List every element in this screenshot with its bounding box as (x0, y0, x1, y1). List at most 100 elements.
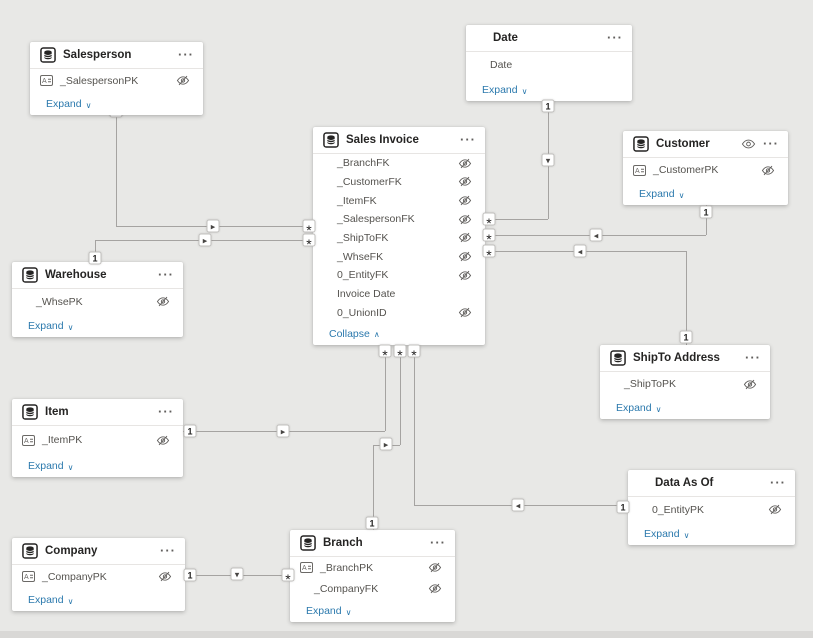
field-row[interactable]: 0_EntityPK (628, 497, 795, 522)
eye-hidden-icon[interactable] (176, 74, 190, 87)
eye-hidden-icon[interactable] (156, 295, 170, 308)
table-sales-invoice[interactable]: Sales Invoice···_BranchFK_CustomerFK_Ite… (313, 127, 485, 345)
table-header[interactable]: Sales Invoice··· (313, 127, 485, 154)
arrow-right-icon[interactable]: ▸ (206, 219, 220, 233)
cardinality-badge[interactable]: 1 (679, 330, 693, 344)
cardinality-badge[interactable]: 1 (541, 99, 555, 113)
cardinality-badge[interactable]: * (482, 212, 496, 230)
cardinality-badge[interactable]: * (302, 219, 316, 237)
expand-link[interactable]: Expand∨ (644, 528, 689, 540)
expand-link[interactable]: Expand∨ (28, 320, 73, 332)
field-row[interactable]: Date (466, 52, 632, 78)
relationship-line[interactable] (487, 219, 548, 220)
expand-link[interactable]: Expand∨ (46, 98, 91, 110)
cardinality-badge[interactable]: * (302, 233, 316, 251)
table-customer[interactable]: Customer···A_CustomerPK Expand∨ (623, 131, 788, 205)
eye-hidden-icon[interactable] (458, 213, 472, 226)
table-header[interactable]: Data As Of··· (628, 470, 795, 497)
cardinality-badge[interactable]: 1 (183, 424, 197, 438)
eye-hidden-icon[interactable] (458, 231, 472, 244)
more-horizontal-icon[interactable]: ··· (607, 30, 623, 45)
table-header[interactable]: Warehouse··· (12, 262, 183, 289)
relationship-line[interactable] (373, 445, 374, 530)
table-header[interactable]: Customer··· (623, 131, 788, 158)
eye-hidden-icon[interactable] (158, 570, 172, 583)
more-horizontal-icon[interactable]: ··· (770, 475, 786, 490)
eye-hidden-icon[interactable] (458, 194, 472, 207)
cardinality-badge[interactable]: 1 (699, 205, 713, 219)
cardinality-badge[interactable]: * (378, 344, 392, 362)
table-header[interactable]: Date··· (466, 25, 632, 52)
cardinality-badge[interactable]: * (281, 568, 295, 586)
cardinality-badge[interactable]: 1 (616, 500, 630, 514)
arrow-left-icon[interactable]: ◂ (511, 498, 525, 512)
more-horizontal-icon[interactable]: ··· (158, 267, 174, 282)
table-salesperson[interactable]: Salesperson···A_SalespersonPK Expand∨ (30, 42, 203, 115)
more-horizontal-icon[interactable]: ··· (158, 404, 174, 419)
relationship-line[interactable] (706, 205, 707, 235)
more-horizontal-icon[interactable]: ··· (430, 535, 446, 550)
arrow-down-icon[interactable]: ▾ (541, 153, 555, 167)
arrow-right-icon[interactable]: ▸ (198, 233, 212, 247)
cardinality-badge[interactable]: * (482, 228, 496, 246)
relationship-line[interactable] (116, 115, 117, 226)
field-row[interactable]: A_CustomerPK (623, 158, 788, 182)
expand-link[interactable]: Expand∨ (639, 188, 684, 200)
eye-hidden-icon[interactable] (156, 434, 170, 447)
field-row[interactable]: A_CompanyPK (12, 565, 185, 588)
expand-link[interactable]: Expand∨ (616, 402, 661, 414)
eye-hidden-icon[interactable] (428, 582, 442, 595)
arrow-down-icon[interactable]: ▾ (230, 567, 244, 581)
expand-link[interactable]: Expand∨ (28, 460, 73, 472)
field-row[interactable]: A_BranchPK (290, 557, 455, 578)
eye-hidden-icon[interactable] (458, 175, 472, 188)
expand-link[interactable]: Expand∨ (28, 594, 73, 606)
field-row[interactable]: _ShipToPK (600, 372, 770, 396)
field-row[interactable]: _BranchFK (313, 154, 485, 173)
field-row[interactable]: _CustomerFK (313, 173, 485, 192)
relationship-line[interactable] (414, 345, 415, 505)
relationship-line[interactable] (487, 251, 686, 252)
cardinality-badge[interactable]: 1 (88, 251, 102, 265)
table-header[interactable]: ShipTo Address··· (600, 345, 770, 372)
relationship-line[interactable] (400, 345, 401, 445)
eye-hidden-icon[interactable] (428, 561, 442, 574)
arrow-left-icon[interactable]: ◂ (589, 228, 603, 242)
eye-hidden-icon[interactable] (458, 306, 472, 319)
eye-hidden-icon[interactable] (761, 164, 775, 177)
table-data-as-of[interactable]: Data As Of···0_EntityPK Expand∨ (628, 470, 795, 545)
table-shipto-address[interactable]: ShipTo Address···_ShipToPK Expand∨ (600, 345, 770, 419)
field-row[interactable]: _WhseFK (313, 247, 485, 266)
collapse-link[interactable]: Collapse∧ (329, 328, 380, 340)
eye-icon[interactable] (741, 138, 756, 150)
more-horizontal-icon[interactable]: ··· (178, 47, 194, 62)
table-header[interactable]: Salesperson··· (30, 42, 203, 69)
relationship-line[interactable] (385, 345, 386, 431)
arrow-left-icon[interactable]: ◂ (573, 244, 587, 258)
field-row[interactable]: A_SalespersonPK (30, 69, 203, 92)
arrow-right-icon[interactable]: ▸ (379, 437, 393, 451)
arrow-right-icon[interactable]: ▸ (276, 424, 290, 438)
relationship-line[interactable] (686, 251, 687, 345)
cardinality-badge[interactable]: * (393, 344, 407, 362)
cardinality-badge[interactable]: * (407, 344, 421, 362)
field-row[interactable]: _ShipToFK (313, 229, 485, 248)
more-horizontal-icon[interactable]: ··· (160, 543, 176, 558)
field-row[interactable]: _WhsePK (12, 289, 183, 314)
field-row[interactable]: A_ItemPK (12, 426, 183, 454)
eye-hidden-icon[interactable] (768, 503, 782, 516)
eye-hidden-icon[interactable] (458, 250, 472, 263)
expand-link[interactable]: Expand∨ (306, 605, 351, 617)
field-row[interactable]: _SalespersonFK (313, 210, 485, 229)
more-horizontal-icon[interactable]: ··· (745, 350, 761, 365)
expand-link[interactable]: Expand∨ (482, 84, 527, 96)
relationship-line[interactable] (95, 240, 96, 262)
field-row[interactable]: 0_UnionID (313, 303, 485, 322)
table-header[interactable]: Company··· (12, 538, 185, 565)
field-row[interactable]: Invoice Date (313, 285, 485, 304)
field-row[interactable]: _CompanyFK (290, 578, 455, 599)
